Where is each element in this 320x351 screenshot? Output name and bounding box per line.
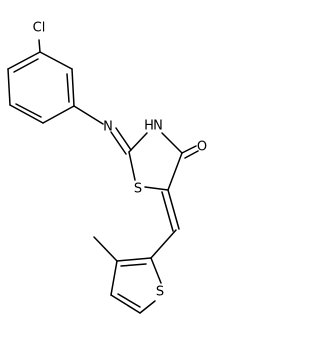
bond-c4-n (73, 105, 104, 125)
bond-benzene-6 (7, 51, 41, 70)
bond-c4-c5 (167, 152, 183, 191)
bond-ch-thc2 (150, 229, 177, 259)
atom-cl: Cl (33, 21, 46, 36)
bond-benzene-2 (71, 68, 75, 107)
bond-c5-ch-a (167, 189, 180, 230)
bond-benzene-4 (9, 104, 44, 124)
bond-c5-ch-b (161, 191, 174, 232)
bond-thiophene-inner-1 (120, 263, 147, 267)
bond-c5-s (144, 186, 169, 191)
atom-nh-n: N (153, 119, 163, 134)
molecule-diagram: Cl N H N O S S (7, 21, 207, 314)
atom-o: O (197, 140, 207, 155)
bond-benzene-5 (7, 68, 11, 106)
bond-benzene-1 (39, 51, 73, 70)
atom-n-imine: N (103, 120, 113, 135)
bond-s-c2 (128, 151, 136, 181)
bond-layer (7, 39, 199, 314)
bond-benzene-inner-1 (66, 73, 70, 103)
structure-canvas: Cl N H N O S S (7, 21, 207, 314)
bond-c4-o-b (184, 150, 199, 159)
bond-thc5-s (139, 300, 156, 314)
bond-s-thc2 (150, 257, 162, 284)
bond-n-c2-b (110, 131, 127, 155)
atom-label-layer: Cl N H N O S S (33, 21, 207, 300)
atom-s-ring: S (134, 182, 142, 197)
bond-cl-c1 (38, 39, 41, 53)
bond-c2-nh (128, 132, 148, 153)
atom-s-thiophene: S (156, 285, 164, 300)
atom-nh-h: H (144, 119, 154, 134)
bond-n-c2-a (115, 127, 132, 151)
bond-thc3-thc4 (110, 260, 118, 296)
bond-methyl (93, 236, 118, 262)
bond-thc2-thc3 (116, 257, 152, 262)
bond-benzene-inner-3 (13, 58, 39, 73)
bond-benzene-inner-2 (15, 103, 42, 118)
bond-thiophene-inner-2 (117, 293, 141, 308)
bond-thc4-thc5 (110, 294, 141, 314)
bond-benzene-3 (42, 105, 75, 124)
bond-c4-o-a (181, 145, 197, 154)
bond-nh-c4 (161, 132, 183, 154)
